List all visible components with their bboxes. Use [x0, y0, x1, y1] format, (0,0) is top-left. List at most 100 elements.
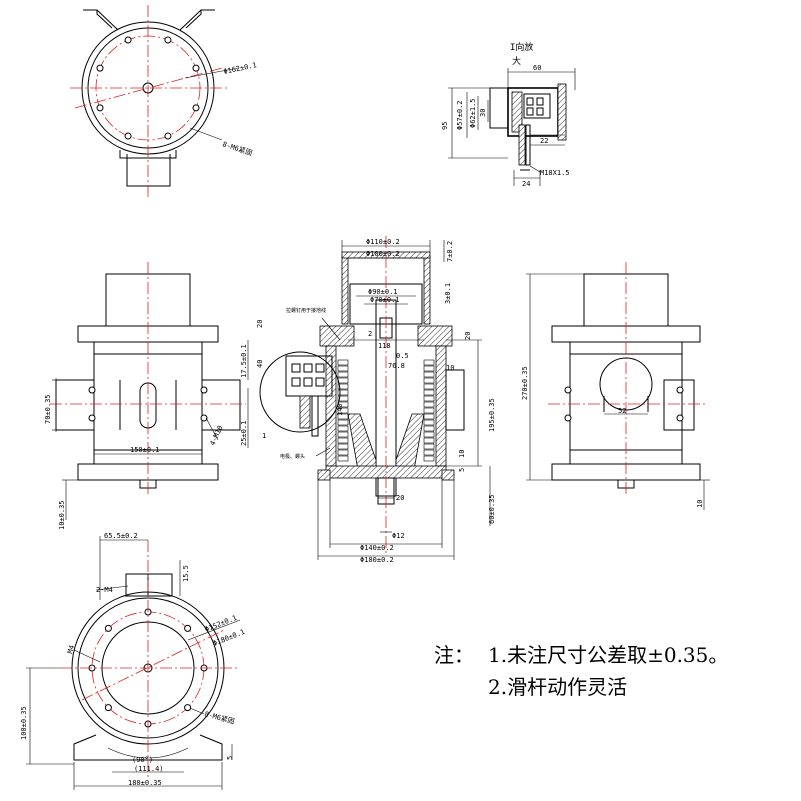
coil-winding — [337, 455, 349, 462]
detail-diameter-62: Φ62±1.5 — [469, 98, 477, 128]
coil-winding — [337, 431, 349, 438]
detail-thread-label: M18X1.5 — [540, 169, 570, 177]
coil-winding — [423, 359, 435, 366]
coil-winding — [423, 407, 435, 414]
detail-dim-30: 30 — [479, 109, 487, 117]
coil-winding — [337, 359, 349, 366]
coil-winding — [423, 431, 435, 438]
coil-winding — [423, 365, 435, 372]
section-diameter-70: Φ70±0.1 — [370, 296, 400, 304]
detail-title-line1: I向放 — [510, 41, 533, 53]
front-view: 70±0.35 150±0.1 4-M10 10±0.35 — [44, 262, 246, 530]
detail-title-line2: 大 — [512, 55, 521, 67]
detail-diameter-57: Φ57±0.2 — [456, 100, 464, 130]
bolt-hole — [192, 64, 200, 72]
section-dim-10a: 10 — [446, 364, 454, 372]
bolt-hole — [192, 104, 200, 112]
coil-winding — [423, 395, 435, 402]
section-view: Φ110±0.2 Φ100±0.2 7±0.2 Φ90±0.1 Φ70±0.1 … — [240, 236, 496, 564]
note-line-2: 2.滑杆动作灵活 — [488, 675, 627, 699]
bolt-hole — [124, 36, 132, 44]
section-diameter-140: Φ140±0.2 — [360, 544, 394, 552]
section-dim-7: 7±0.2 — [446, 241, 454, 262]
bottom-view-dim-65-5: 65.5±0.2 — [104, 532, 138, 540]
note-line-1: 1.未注尺寸公差取±0.35。 — [488, 643, 728, 667]
front-view-height-70: 70±0.35 — [44, 394, 52, 424]
bolt-hole — [164, 132, 172, 140]
bolt-hole — [96, 104, 104, 112]
section-dim-76-8: 76.8 — [388, 362, 405, 370]
front-view-dim-10: 10±0.35 — [58, 500, 66, 530]
coil-winding — [423, 377, 435, 384]
bottom-view-dim-15-5: 15.5 — [182, 565, 190, 582]
coil-winding — [423, 437, 435, 444]
coil-stack-group — [337, 359, 435, 462]
detail-width-60: 60 — [533, 64, 541, 72]
bottom-view-holes-label: 8-M6紧固 — [203, 709, 235, 726]
coil-winding — [423, 419, 435, 426]
section-label-electrode: 电极、螺头 — [280, 453, 305, 460]
bottom-view-dim-180: 180±0.35 — [128, 779, 162, 787]
section-diameter-100: Φ100±0.2 — [366, 250, 400, 258]
section-diameter-180: Φ180±0.2 — [360, 556, 394, 564]
section-dim-0-5: 0.5 — [396, 352, 409, 360]
bolt-hole-group — [96, 36, 200, 140]
top-view-holes-label: 8-M6紧固 — [221, 139, 253, 157]
coil-winding — [337, 443, 349, 450]
detail-dim-22: 22 — [540, 137, 548, 145]
coil-winding — [337, 449, 349, 456]
bottom-view-thread-m4: M4 — [66, 644, 76, 654]
coil-winding — [423, 383, 435, 390]
bottom-view-thread-2m4: 2-M4 — [96, 586, 113, 594]
coil-winding — [337, 377, 349, 384]
coil-winding — [423, 449, 435, 456]
front-view-width-150: 150±0.1 — [130, 446, 160, 454]
section-dim-17-5: 17.5±0.1 — [240, 344, 248, 378]
bolt-hole — [104, 704, 112, 712]
section-label-1: 1 — [262, 432, 266, 440]
notes-prefix: 注： — [434, 643, 474, 667]
coil-winding — [423, 413, 435, 420]
coil-winding — [423, 401, 435, 408]
section-dim-2: 2 — [368, 330, 372, 338]
side-view-dim-10: 10 — [696, 500, 704, 508]
detail-height-95: 95 — [441, 122, 449, 130]
coil-winding — [337, 395, 349, 402]
bottom-view-dim-111-4: (111.4) — [134, 765, 164, 773]
coil-winding — [423, 389, 435, 396]
coil-winding — [337, 419, 349, 426]
coil-winding — [423, 455, 435, 462]
detail-view: I向放 大 60 95 Φ57±0.2 Φ62±1.5 30 22 — [441, 41, 576, 188]
coil-winding — [337, 371, 349, 378]
bolt-hole — [184, 624, 192, 632]
bottom-view: 65.5±0.2 15.5 2-M4 M4 Φ152±0.1 Φ180±0.1 … — [20, 532, 246, 790]
top-view-diameter-label: Φ162±0.1 — [223, 61, 258, 76]
bottom-view-diameter-180: Φ180±0.1 — [212, 628, 246, 648]
side-view-dim-52: 52 — [618, 407, 626, 415]
section-diameter-12: Φ12 — [392, 532, 405, 540]
section-dim-40: 40 — [256, 360, 264, 368]
section-dim-10b: 10 — [458, 450, 466, 458]
coil-winding — [423, 425, 435, 432]
coil-winding — [423, 443, 435, 450]
section-dim-20c: 20 — [464, 332, 472, 340]
bottom-view-dim-100: 100±0.35 — [20, 706, 28, 740]
coil-winding — [337, 389, 349, 396]
coil-winding — [337, 383, 349, 390]
section-dim-118: 118 — [378, 342, 391, 350]
bottom-view-dim-5: 5 — [226, 756, 234, 760]
bolt-hole — [124, 132, 132, 140]
section-diameter-110: Φ110±0.2 — [366, 238, 400, 246]
bottom-view-angle: (90°) — [132, 756, 153, 764]
bolt-hole — [96, 64, 104, 72]
section-dim-25: 25±0.1 — [240, 421, 248, 446]
section-dim-5: 5 — [458, 468, 466, 472]
section-diameter-90: Φ90±0.1 — [368, 288, 398, 296]
coil-winding — [337, 365, 349, 372]
section-dim-140: 140 — [336, 403, 344, 416]
coil-winding — [423, 371, 435, 378]
top-view: Φ162±0.1 8-M6紧固 — [70, 5, 257, 200]
bolt-hole — [184, 704, 192, 712]
section-dim-20a: 20 — [256, 320, 264, 328]
